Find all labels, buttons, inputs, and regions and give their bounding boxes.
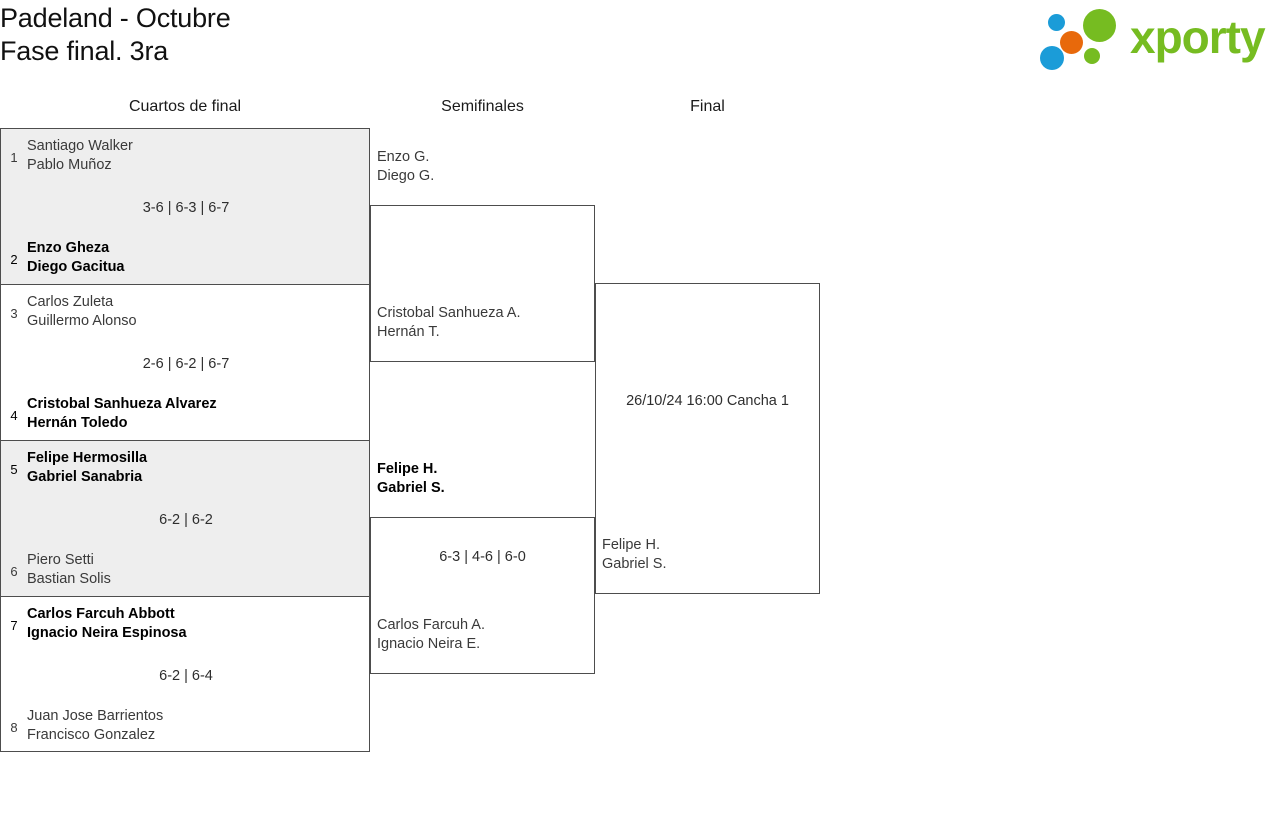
player-2: Diego G. xyxy=(377,167,435,184)
team-slot-final-bottom[interactable]: Felipe H. Gabriel S. xyxy=(602,536,666,573)
player-2: Pablo Muñoz xyxy=(27,156,112,173)
team-slot-sf2-top[interactable]: Felipe H. Gabriel S. xyxy=(377,460,445,497)
logo-dot-blue-large xyxy=(1040,46,1064,70)
seed-number: 6 xyxy=(10,564,18,579)
player-1: Felipe Hermosilla xyxy=(27,450,148,466)
player-1: Enzo G. xyxy=(377,149,430,165)
seed-number: 4 xyxy=(10,408,18,423)
logo-dot-green-small xyxy=(1084,48,1100,64)
player-1: Carlos Zuleta xyxy=(27,294,114,310)
player-1: Felipe H. xyxy=(377,461,438,477)
player-1: Juan Jose Barrientos xyxy=(27,708,164,724)
player-2: Hernán Toledo xyxy=(27,414,128,431)
match-box-sf-2[interactable]: 6-3 | 4-6 | 6-0 xyxy=(370,517,595,674)
player-1: Piero Setti xyxy=(27,552,94,568)
player-2: Gabriel Sanabria xyxy=(27,468,143,485)
seed-number: 5 xyxy=(10,462,18,477)
match-score-qf-1: 3-6 | 6-3 | 6-7 xyxy=(142,200,230,216)
logo-dot-blue-small xyxy=(1048,14,1065,31)
player-2: Hernán T. xyxy=(377,323,440,340)
player-2: Gabriel S. xyxy=(602,555,667,572)
round-header-semifinals: Semifinales xyxy=(441,98,524,115)
match-score-qf-3: 6-2 | 6-2 xyxy=(159,512,213,528)
team-slot-sf1-top[interactable]: Enzo G. Diego G. xyxy=(377,148,434,185)
match-box-sf-1[interactable] xyxy=(370,205,595,362)
seed-number: 7 xyxy=(10,618,18,633)
player-1: Cristobal Sanhueza Alvarez xyxy=(27,396,217,412)
player-1: Carlos Farcuh Abbott xyxy=(27,606,175,622)
match-score-qf-2: 2-6 | 6-2 | 6-7 xyxy=(142,356,230,372)
xporty-logo: xporty xyxy=(1038,6,1274,70)
player-1: Santiago Walker xyxy=(27,138,133,154)
match-score-qf-4: 6-2 | 6-4 xyxy=(159,668,213,684)
player-2: Diego Gacitua xyxy=(27,258,125,275)
player-1: Felipe H. xyxy=(602,537,661,553)
team-slot-sf2-bottom[interactable]: Carlos Farcuh A. Ignacio Neira E. xyxy=(377,616,485,653)
player-1: Carlos Farcuh A. xyxy=(377,617,485,633)
seed-number: 8 xyxy=(10,720,18,735)
round-header-quarterfinals: Cuartos de final xyxy=(128,98,242,115)
player-2: Francisco Gonzalez xyxy=(27,726,156,743)
player-2: Guillermo Alonso xyxy=(27,312,137,329)
match-box-final[interactable]: 26/10/24 16:00 Cancha 1 xyxy=(595,283,820,594)
player-2: Ignacio Neira E. xyxy=(377,635,481,652)
team-slot-sf1-bottom[interactable]: Cristobal Sanhueza A. Hernán T. xyxy=(377,304,520,341)
player-2: Ignacio Neira Espinosa xyxy=(27,624,187,641)
seed-number: 2 xyxy=(10,252,18,267)
player-2: Gabriel S. xyxy=(377,479,445,496)
final-schedule-info: 26/10/24 16:00 Cancha 1 xyxy=(626,393,789,409)
logo-dot-orange xyxy=(1060,31,1083,54)
player-2: Bastian Solis xyxy=(27,570,111,587)
title-line-2: Fase final. 3ra xyxy=(0,36,169,66)
player-1: Cristobal Sanhueza A. xyxy=(377,305,521,321)
match-score-sf-2: 6-3 | 4-6 | 6-0 xyxy=(439,549,526,565)
logo-dot-green-large xyxy=(1083,9,1116,42)
title-line-1: Padeland - Octubre xyxy=(0,3,231,33)
player-1: Enzo Gheza xyxy=(27,240,110,256)
logo-wordmark: xporty xyxy=(1130,11,1266,63)
seed-number: 3 xyxy=(10,306,18,321)
round-header-final: Final xyxy=(690,98,725,115)
seed-number: 1 xyxy=(10,150,18,165)
